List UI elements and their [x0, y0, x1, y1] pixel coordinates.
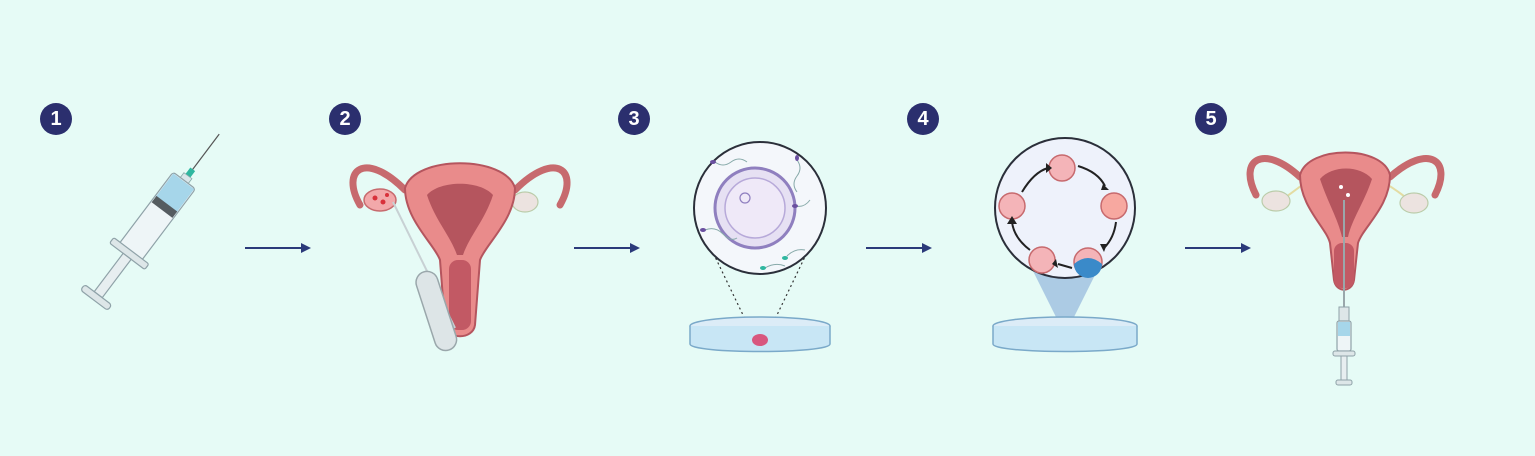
- step-1-badge: 1: [40, 103, 72, 135]
- step-3-badge: 3: [618, 103, 650, 135]
- arrow-right-icon: [866, 243, 932, 253]
- uterus-egg-retrieval-icon: [349, 162, 571, 352]
- petri-dish-fertilization-icon: [689, 141, 831, 353]
- syringe-icon: [81, 133, 220, 310]
- arrow-right-icon: [245, 243, 311, 253]
- arrow-right-icon: [574, 243, 640, 253]
- step-2-badge: 2: [329, 103, 361, 135]
- step-4-badge: 4: [907, 103, 939, 135]
- step-5-badge: 5: [1195, 103, 1227, 135]
- arrow-right-icon: [1185, 243, 1251, 253]
- uterus-embryo-transfer-icon: [1246, 151, 1445, 386]
- petri-dish-embryo-development-icon: [992, 137, 1138, 353]
